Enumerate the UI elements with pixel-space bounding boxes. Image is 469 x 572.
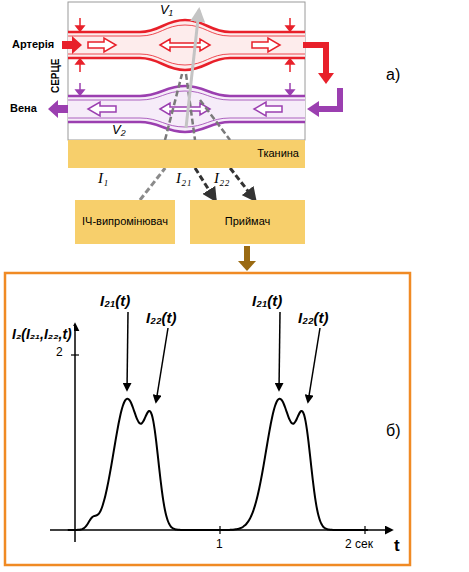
ir-beams [165, 74, 230, 140]
axis-name: t [394, 536, 400, 556]
flow-arrow [88, 38, 116, 52]
output-arrow [244, 246, 250, 262]
flow-arrow [160, 39, 210, 51]
beam-label: I₂₂ [214, 170, 229, 187]
output-arrow [238, 261, 256, 271]
return-arrow [318, 88, 340, 109]
beam-label: I₁ [98, 170, 108, 187]
vessel-name: Вена [10, 102, 37, 115]
artery-wall-inner [68, 25, 305, 36]
panel-letter: б) [386, 422, 401, 440]
artery-wall [68, 20, 305, 32]
peak-label: I₂₂(t) [146, 309, 177, 326]
ir-beam [195, 168, 215, 200]
pressure-arrows [76, 18, 294, 72]
tissue-band: Тканина [68, 140, 305, 168]
peak-label: I₂₁(t) [252, 292, 282, 309]
flow-arrow [254, 102, 282, 116]
emitter-box: ІЧ-випромінювач [75, 200, 175, 244]
artery-inflow-arrow [62, 36, 82, 54]
receiver-box: Приймач [190, 200, 305, 244]
flow-arrow [252, 38, 280, 52]
scatter-arrow [186, 10, 199, 128]
node-text: ІЧ-випромінювач [82, 215, 168, 228]
node-text: Тканина [257, 147, 299, 160]
signal-curve [68, 399, 368, 530]
ir-beam [140, 168, 165, 200]
return-arrow [318, 73, 334, 84]
tick [71, 354, 79, 355]
peak-label: I₂₂(t) [298, 309, 329, 326]
peak-label: I₂₁(t) [100, 292, 130, 309]
organ-name: СЕРЦЕ [50, 58, 62, 93]
velocity-label: V₂ [112, 123, 126, 138]
flow-arrow [88, 102, 116, 116]
panel-letter: а) [386, 66, 400, 84]
artery-wall-inner [68, 54, 305, 65]
return-arrow [303, 45, 326, 74]
artery-lumen [68, 20, 305, 70]
vessel-name: Артерія [12, 38, 54, 51]
tick-label: 2 [56, 346, 63, 360]
node-text: Приймач [225, 215, 270, 228]
chart-frame [5, 273, 410, 565]
return-arrow [307, 101, 319, 117]
axis-title: I₂(I₂₁,I₂₂,t) [10, 326, 74, 342]
pressure-arrows [76, 83, 294, 95]
tick-label: 2 сек [345, 538, 373, 552]
vein-outflow-arrow [48, 100, 68, 118]
vein-wall-inner [68, 91, 305, 100]
artery-wall [68, 58, 305, 70]
ir-beam [230, 168, 255, 200]
y-axis [74, 324, 76, 542]
vessel-frame [68, 2, 305, 140]
velocity-label: V₁ [160, 3, 173, 18]
beam-label: I₂₁ [176, 170, 191, 187]
tick-label: 1 [216, 538, 223, 552]
signal-curve [68, 399, 368, 530]
